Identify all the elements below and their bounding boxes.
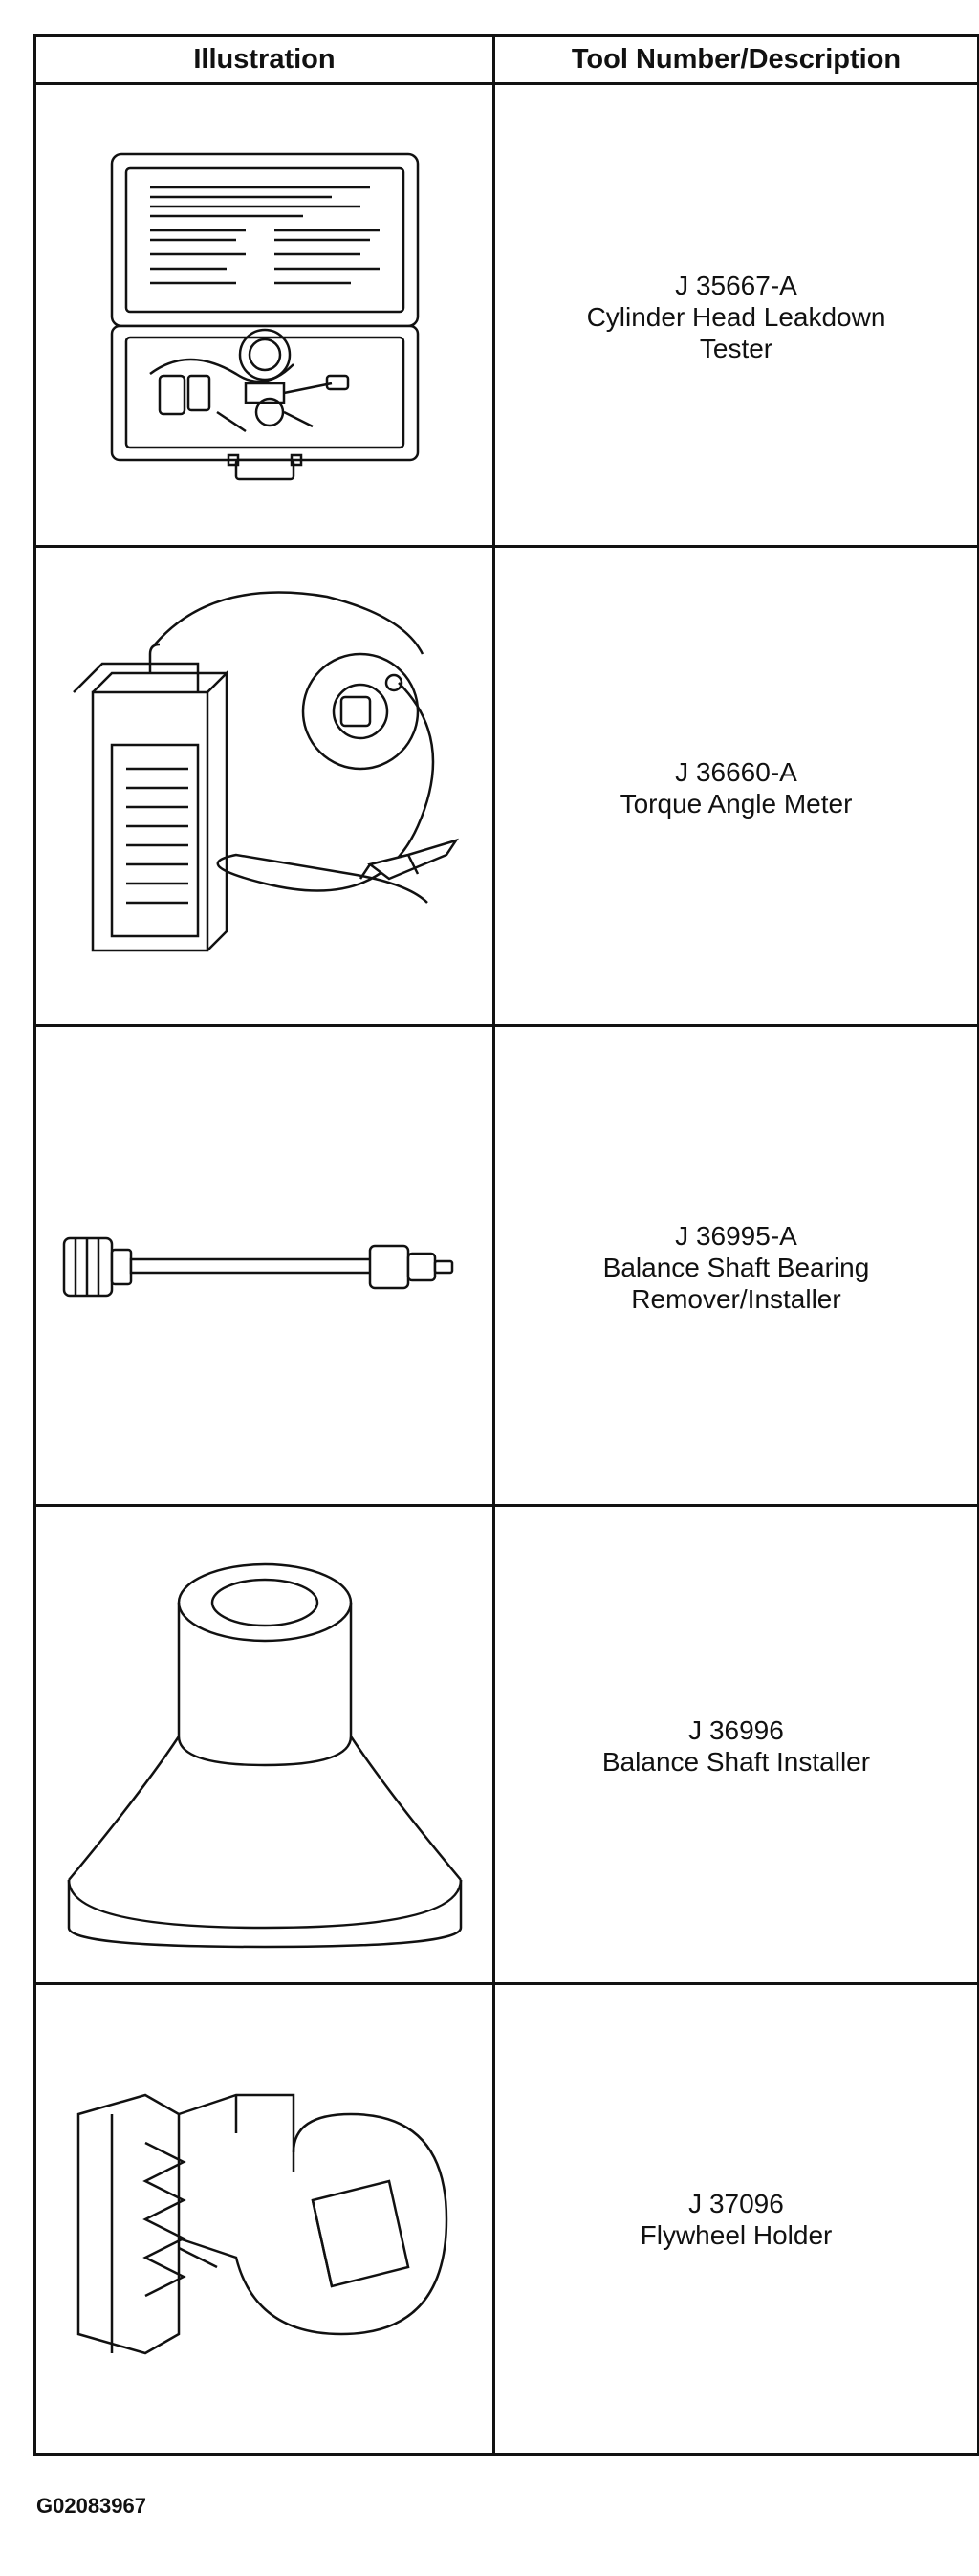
tool-description-line: Balance Shaft Installer [601, 1747, 871, 1777]
tool-description-cell: J 36996 Balance Shaft Installer [495, 1507, 977, 1985]
tool-description-line: Balance Shaft Bearing [602, 1252, 870, 1282]
tool-row-1: J 35667-A Cylinder Head Leakdown Tester [36, 85, 977, 548]
tool-description-line: Cylinder Head Leakdown [586, 301, 886, 332]
illustration-cell [36, 1027, 492, 1507]
row-divider [36, 1982, 977, 1985]
row-divider [36, 1504, 977, 1507]
tool-description-cell: J 36660-A Torque Angle Meter [495, 548, 977, 1027]
illustration-cell [36, 1507, 492, 1985]
tool-row-5: J 37096 Flywheel Holder [36, 1985, 977, 2453]
tools-table: Illustration Tool Number/Description [33, 34, 979, 2456]
tool-number: J 36660-A [675, 756, 797, 787]
flywheel-holder-icon [54, 2057, 475, 2382]
tool-description-cell: J 36995-A Balance Shaft Bearing Remover/… [495, 1027, 977, 1507]
tool-row-3: J 36995-A Balance Shaft Bearing Remover/… [36, 1027, 977, 1507]
tool-number: J 36995-A [675, 1220, 797, 1251]
row-divider [36, 545, 977, 548]
tool-description-line: Flywheel Holder [640, 2219, 833, 2250]
tool-description-cell: J 35667-A Cylinder Head Leakdown Tester [495, 85, 977, 548]
tool-number: J 37096 [688, 2188, 784, 2218]
tool-number: J 36996 [688, 1715, 784, 1745]
illustration-cell [36, 1985, 492, 2453]
column-divider [492, 37, 495, 2453]
header-illustration: Illustration [193, 44, 336, 75]
leakdown-tester-case-icon [93, 125, 437, 508]
figure-id: G02083967 [36, 2494, 146, 2518]
tool-description-line: Tester [699, 333, 773, 363]
tool-row-4: J 36996 Balance Shaft Installer [36, 1507, 977, 1985]
header-row: Illustration Tool Number/Description [36, 37, 977, 85]
tool-row-2: J 36660-A Torque Angle Meter [36, 548, 977, 1027]
balance-shaft-installer-icon [54, 1536, 475, 1956]
tool-number: J 35667-A [675, 270, 797, 300]
torque-angle-meter-icon [54, 578, 475, 998]
illustration-cell [36, 85, 492, 548]
row-divider [36, 1024, 977, 1027]
header-tool-description: Tool Number/Description [571, 44, 902, 75]
tool-description-line: Torque Angle Meter [620, 788, 853, 819]
tool-description-cell: J 37096 Flywheel Holder [495, 1985, 977, 2453]
bearing-remover-installer-icon [54, 1200, 475, 1334]
tool-description-line: Remover/Installer [631, 1283, 841, 1314]
illustration-cell [36, 548, 492, 1027]
